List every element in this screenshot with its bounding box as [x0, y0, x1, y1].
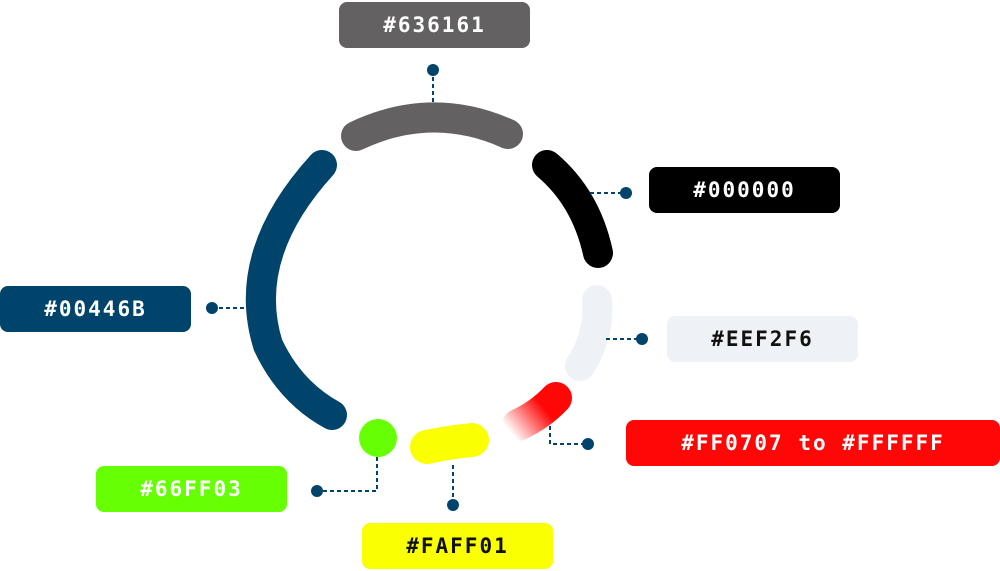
- ring-segment-FF0707-gradient: [502, 382, 572, 441]
- color-label-000000: #000000: [649, 167, 840, 213]
- connector-FAFF01: [447, 465, 459, 511]
- color-label-EEF2F6: #EEF2F6: [667, 316, 858, 362]
- ring-segment-000000: [532, 150, 613, 268]
- ring-segment-00446B: [245, 150, 347, 430]
- connector-66FF03: [311, 457, 378, 497]
- ring-segment-636161: [341, 102, 523, 151]
- color-label-00446B: #00446B: [0, 286, 191, 332]
- connector-000000: [590, 187, 632, 199]
- color-label-FF0707-to-FFFFFF: #FF0707 to #FFFFFF: [626, 420, 1000, 466]
- ring-segment-EEF2F6: [565, 285, 613, 381]
- ring-segment-FAFF01: [410, 423, 489, 464]
- color-label-636161: #636161: [339, 2, 530, 48]
- connector-636161: [427, 64, 439, 104]
- color-label-66FF03: #66FF03: [96, 466, 287, 512]
- connector-00446B: [206, 302, 252, 314]
- connector-FF0707: [549, 426, 594, 450]
- connector-EEF2F6: [606, 333, 648, 345]
- color-label-FAFF01: #FAFF01: [362, 523, 553, 569]
- ring-segment-66FF03: [359, 419, 397, 457]
